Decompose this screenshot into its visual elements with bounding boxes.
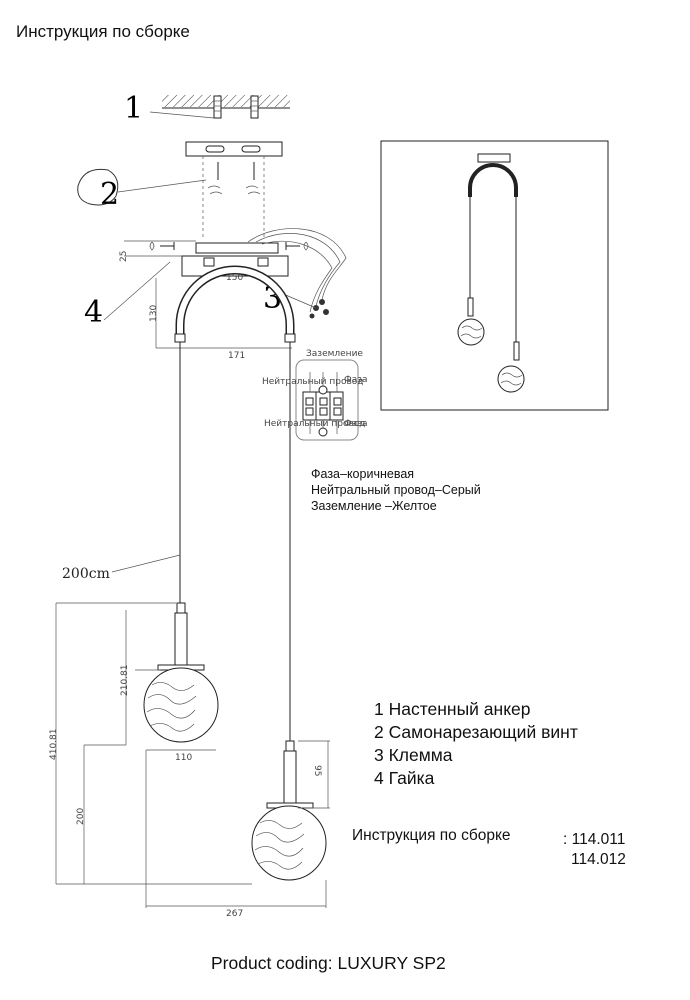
parts-list-item: 4 Гайка [374,768,435,788]
parts-list: 1 Настенный анкер 2 Самонарезающий винт … [374,698,578,790]
dim-267: 267 [226,909,243,919]
pendant-left [143,602,219,743]
dim-410: 410.81 [49,729,59,761]
supply-wires [247,228,347,319]
parts-list-item: 1 Настенный анкер [374,699,531,719]
arc-rod [174,265,296,343]
dim-171: 171 [228,351,245,361]
instruction-code: 114.011 [571,831,626,848]
pendant-right [251,740,327,881]
wire-color-legend: Фаза–коричневая Нейтральный провод–Серый… [311,466,481,514]
wire-legend-ground: Заземление –Желтое [311,499,437,513]
wire-legend-phase: Фаза–коричневая [311,467,415,481]
inset-preview [380,140,609,411]
wiring-phase-label-bottom: Фаза [344,419,368,429]
wiring-ground-label: Заземление [306,349,363,359]
mounting-plate [185,141,283,240]
callout-2: 2 [100,177,119,212]
wiring-phase-label-top: Фаза [344,375,368,385]
instruction-label: Инструкция по сборке [352,827,511,844]
dim-210: 210.81 [120,665,130,697]
self-tapping-screws [207,162,261,195]
wiring-neutral-label-bottom: Нейтральный провод [264,419,366,429]
dim-130: 130 [149,305,159,322]
instruction-colon: : [563,831,568,848]
parts-list-item: 3 Клемма [374,745,453,765]
callout-4-leader [103,261,171,321]
wall-anchors [213,95,259,119]
callout-1: 1 [124,91,143,126]
dim-200: 200 [76,808,86,825]
callout-4: 4 [84,295,103,330]
wiring-diagram [295,359,359,441]
cable-dim-leader [111,554,181,573]
dim-110: 110 [175,753,192,763]
page-title: Инструкция по сборке [16,22,190,41]
callout-1-leader [149,111,215,119]
wire-legend-neutral: Нейтральный провод–Серый [311,483,481,497]
screw-callout-blob [77,168,119,206]
instruction-code: 114.012 [571,851,626,868]
dim-95: 95 [312,765,322,776]
ceiling-section [162,95,290,109]
wiring-neutral-label-top: Нейтральный провод [262,377,364,387]
dim-cable-length: 200cm [62,566,110,582]
instruction-codes: : 114.011 114.012 [563,830,626,870]
dim-150: 150 [226,273,243,283]
parts-list-item: 2 Самонарезающий винт [374,722,578,742]
callout-2-leader [117,179,207,193]
product-coding: Product coding: LUXURY SP2 [211,953,446,973]
